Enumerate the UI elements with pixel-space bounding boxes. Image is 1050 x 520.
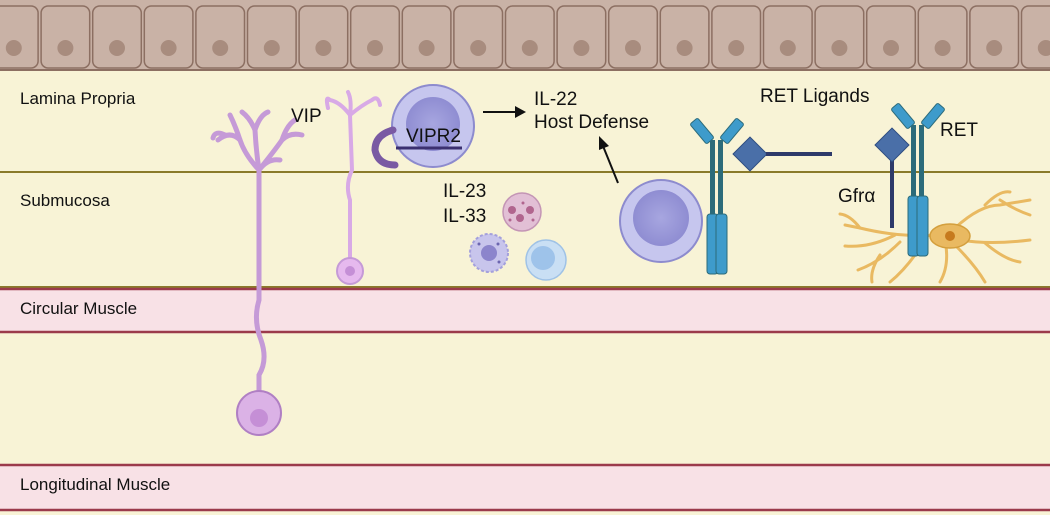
epithelial-nucleus [470, 40, 486, 56]
host-defense-label: Host Defense [534, 112, 649, 133]
epithelial-nucleus [315, 40, 331, 56]
epithelial-nucleus [161, 40, 177, 56]
epithelial-cell [93, 6, 142, 68]
epithelial-nucleus [109, 40, 125, 56]
epithelial-cell [1022, 6, 1050, 68]
epithelial-cells [0, 6, 1050, 68]
il23-label: IL-23 [443, 181, 486, 202]
epithelial-cell [402, 6, 451, 68]
epithelial-cell [867, 6, 916, 68]
epithelial-cell [299, 6, 348, 68]
epithelial-cell [0, 6, 38, 68]
il22-label: IL-22 [534, 89, 577, 110]
lamina-propria-label: Lamina Propria [20, 89, 136, 108]
epithelial-cell [764, 6, 813, 68]
epithelial-nucleus [780, 40, 796, 56]
circular-muscle-band [0, 288, 1050, 332]
epithelial-cell [454, 6, 503, 68]
mast-cell [470, 234, 508, 272]
epithelial-cell [506, 6, 555, 68]
epithelial-cell [248, 6, 297, 68]
epithelial-cell [41, 6, 90, 68]
epithelial-nucleus [367, 40, 383, 56]
circular-muscle-label: Circular Muscle [20, 299, 137, 318]
lymphocyte-cell [526, 240, 566, 280]
epithelial-cell [196, 6, 245, 68]
vipr2-label: VIPR2 [406, 126, 461, 147]
epithelial-nucleus [625, 40, 641, 56]
epithelial-nucleus [419, 40, 435, 56]
gfra-label: Gfrα [838, 186, 875, 207]
submucosa-label: Submucosa [20, 191, 110, 210]
epithelial-nucleus [883, 40, 899, 56]
il33-label: IL-33 [443, 206, 486, 227]
epithelial-cell [712, 6, 761, 68]
epithelial-cell [557, 6, 606, 68]
epithelial-nucleus [831, 40, 847, 56]
longitudinal-muscle-label: Longitudinal Muscle [20, 475, 170, 494]
epithelial-nucleus [728, 40, 744, 56]
epithelial-cell [918, 6, 967, 68]
epithelial-cell [609, 6, 658, 68]
epithelial-nucleus [677, 40, 693, 56]
vip-label: VIP [291, 106, 322, 127]
epithelial-nucleus [264, 40, 280, 56]
epithelial-nucleus [522, 40, 538, 56]
epithelial-cell [660, 6, 709, 68]
epithelial-nucleus [573, 40, 589, 56]
epithelial-cell [144, 6, 193, 68]
epithelial-cell [815, 6, 864, 68]
epithelial-nucleus [57, 40, 73, 56]
ilc3-immune-cell [620, 180, 702, 262]
epithelial-nucleus [212, 40, 228, 56]
epithelium-layer [0, 0, 1050, 70]
epithelial-cell [970, 6, 1019, 68]
ret-ligands-label: RET Ligands [760, 86, 870, 107]
granulocyte-cell [503, 193, 541, 231]
epithelial-nucleus [935, 40, 951, 56]
epithelial-cell [351, 6, 400, 68]
ret-label: RET [940, 120, 978, 141]
epithelial-nucleus [6, 40, 22, 56]
epithelial-nucleus [986, 40, 1002, 56]
